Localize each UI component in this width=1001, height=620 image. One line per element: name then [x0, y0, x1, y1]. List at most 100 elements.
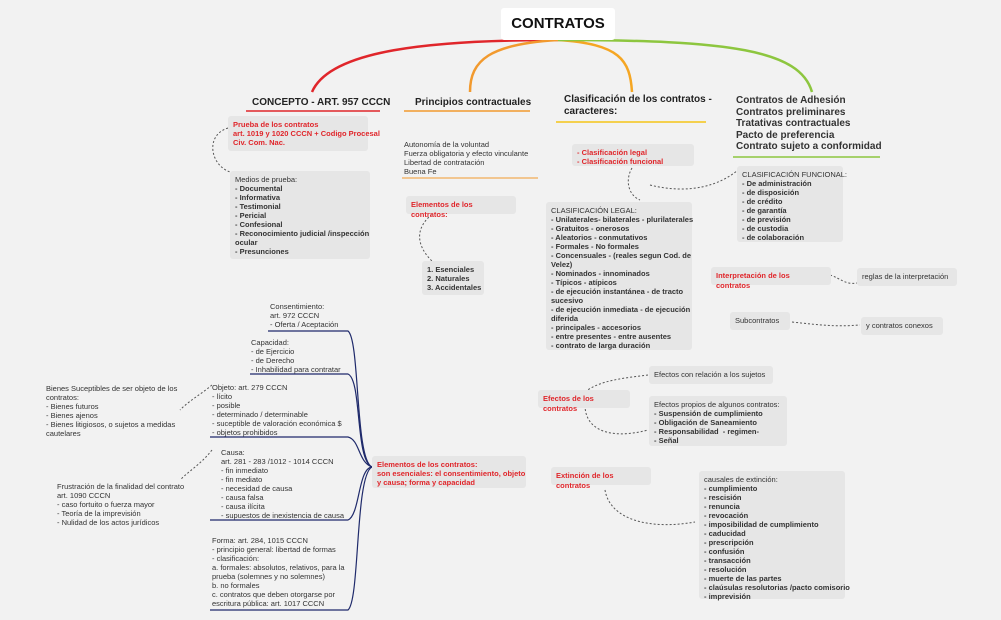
- medio-item: ocular: [235, 238, 258, 247]
- funcional-item: - de crédito: [742, 197, 783, 206]
- tipo-item: - Clasificación legal: [577, 148, 648, 157]
- funcional-item: - de colaboración: [742, 233, 805, 242]
- legal-item: diferida: [551, 314, 579, 323]
- prueba-line: Prueba de los contratos: [233, 120, 319, 129]
- adhesion-item: Contratos de Adhesión: [736, 95, 846, 106]
- causal-item: - imprevisión: [704, 592, 751, 601]
- bienes-line: cautelares: [46, 429, 81, 438]
- interpretacion-box[interactable]: Interpretación de los contratos: [711, 267, 831, 290]
- funcional-item: - de previsión: [742, 215, 791, 224]
- causa-line: - necesidad de causa: [221, 484, 293, 493]
- esenciales-line: son esenciales: el consentimiento, objet…: [377, 469, 526, 478]
- causa-line: - causa falsa: [221, 493, 264, 502]
- frustracion-line: - caso fortuito o fuerza mayor: [57, 500, 155, 509]
- frustracion-node[interactable]: Frustración de la finalidad del contrato…: [57, 482, 184, 527]
- legal-item: - Nominados - innominados: [551, 269, 650, 278]
- funcional-item: - de custodia: [742, 224, 789, 233]
- adhesion-list[interactable]: Contratos de Adhesión Contratos prelimin…: [736, 95, 882, 153]
- tipo-item: - Clasificación funcional: [577, 157, 664, 166]
- subcontratos-box[interactable]: Subcontratos: [730, 312, 790, 330]
- concepto-topic[interactable]: CONCEPTO - ART. 957 CCCN: [252, 97, 391, 108]
- causal-item: - claúsulas resolutorias /pacto comisori…: [704, 583, 850, 592]
- causales-title: causales de extinción:: [704, 475, 778, 484]
- propio-item: - Suspensión de cumplimiento: [654, 409, 763, 418]
- principios-list: Autonomía de la voluntad Fuerza obligato…: [404, 140, 528, 176]
- causal-item: - renuncia: [704, 502, 740, 511]
- causal-item: - revocación: [704, 511, 749, 520]
- medio-item: - Documental: [235, 184, 283, 193]
- objeto-node[interactable]: Objeto: art. 279 CCCN - lícito - posible…: [212, 383, 342, 437]
- causal-item: - imposibilidad de cumplimiento: [704, 520, 819, 529]
- efectos-box[interactable]: Efectos de los contratos: [538, 390, 630, 413]
- consentimiento-line: Consentimiento:: [270, 302, 325, 311]
- funcional-item: - de disposición: [742, 188, 800, 197]
- legal-title: CLASIFICACIÓN LEGAL:: [551, 206, 637, 215]
- esenciales-box[interactable]: Elementos de los contratos: son esencial…: [372, 456, 526, 488]
- causal-item: - resolución: [704, 565, 747, 574]
- prueba-line: art. 1019 y 1020 CCCN + Codigo Procesal: [233, 129, 380, 138]
- causa-line: - supuestos de inexistencia de causa: [221, 511, 344, 520]
- clasificacion-title-line: caracteres:: [564, 106, 618, 117]
- efectos-sujetos-box[interactable]: Efectos con relación a los sujetos: [649, 366, 773, 384]
- legal-item: - entre presentes - entre ausentes: [551, 332, 672, 341]
- propio-item: - Responsabilidad - regimen-: [654, 427, 760, 436]
- legal-item: - Gratuitos - onerosos: [551, 224, 630, 233]
- consentimiento-node[interactable]: Consentimiento: art. 972 CCCN - Oferta /…: [270, 302, 338, 329]
- objeto-line: - objetos prohibidos: [212, 428, 278, 437]
- principios-topic[interactable]: Principios contractuales: [415, 97, 532, 108]
- medios-box[interactable]: Medios de prueba: - Documental - Informa…: [230, 171, 370, 259]
- prueba-line: Civ. Com. Nac.: [233, 138, 285, 147]
- medio-item: - Confesional: [235, 220, 283, 229]
- objeto-line: - lícito: [212, 392, 233, 401]
- forma-line: b. no formales: [212, 581, 260, 590]
- causa-line: - causa ilícita: [221, 502, 265, 511]
- funcional-item: - De administración: [742, 179, 812, 188]
- esenciales-line: Elementos de los contratos:: [377, 460, 478, 469]
- causal-item: - prescripción: [704, 538, 754, 547]
- propio-item: - Obligación de Saneamiento: [654, 418, 757, 427]
- forma-line: escritura pública: art. 1017 CCCN: [212, 599, 325, 608]
- elementos-box[interactable]: Elementos de los contratos:: [406, 196, 516, 219]
- causa-line: - fin inmediato: [221, 466, 269, 475]
- clasificacion-tipos-box[interactable]: - Clasificación legal - Clasificación fu…: [572, 144, 694, 166]
- clasificacion-funcional-box[interactable]: CLASIFICACIÓN FUNCIONAL: - De administra…: [737, 166, 848, 242]
- causa-node[interactable]: Causa: art. 281 - 283 /1012 - 1014 CCCN …: [221, 448, 344, 520]
- legal-item: - de ejecución instantánea - de tracto: [551, 287, 684, 296]
- elementos-list[interactable]: 1. Esenciales 2. Naturales 3. Accidental…: [422, 261, 484, 295]
- legal-item: - contrato de larga duración: [551, 341, 651, 350]
- legal-item: sucesivo: [551, 296, 584, 305]
- principio-item: Buena Fe: [404, 167, 437, 176]
- root-title[interactable]: CONTRATOS: [501, 8, 615, 40]
- prueba-box[interactable]: Prueba de los contratos art. 1019 y 1020…: [228, 116, 380, 151]
- conexos-box[interactable]: y contratos conexos: [861, 317, 943, 335]
- clasificacion-topic[interactable]: Clasificación de los contratos - caracte…: [564, 94, 712, 118]
- medio-item: - Informativa: [235, 193, 281, 202]
- medio-item: - Presunciones: [235, 247, 289, 256]
- propios-title: Efectos propios de algunos contratos:: [654, 400, 780, 409]
- legal-item: Velez): [551, 260, 573, 269]
- capacidad-line: - de Derecho: [251, 356, 295, 365]
- adhesion-item: Contratos preliminares: [736, 106, 846, 118]
- efectos-propios-box[interactable]: Efectos propios de algunos contratos: - …: [649, 396, 787, 446]
- legal-item: - principales - accesorios: [551, 323, 642, 332]
- causales-box[interactable]: causales de extinción: - cumplimiento - …: [699, 471, 850, 601]
- clasificacion-legal-box[interactable]: CLASIFICACIÓN LEGAL: - Unilaterales- bil…: [546, 202, 693, 350]
- capacidad-node[interactable]: Capacidad: - de Ejercicio - de Derecho -…: [251, 338, 341, 374]
- funcional-title: CLASIFICACIÓN FUNCIONAL:: [742, 170, 848, 179]
- forma-line: a. formales: absolutos, relativos, para …: [212, 563, 345, 572]
- extincion-box[interactable]: Extinción de los contratos: [551, 467, 651, 490]
- bienes-node[interactable]: Bienes Suceptibles de ser objeto de los …: [46, 384, 177, 438]
- causa-line: Causa:: [221, 448, 245, 457]
- elemento-item: 2. Naturales: [427, 274, 470, 283]
- capacidad-line: - Inhabilidad para contratar: [251, 365, 341, 374]
- forma-node[interactable]: Forma: art. 284, 1015 CCCN - principio g…: [212, 536, 345, 608]
- bienes-line: - Bienes ajenos: [46, 411, 98, 420]
- medio-item: - Pericial: [235, 211, 267, 220]
- principio-item: Libertad de contratación: [404, 158, 485, 167]
- elemento-item: 1. Esenciales: [427, 265, 475, 274]
- reglas-box[interactable]: reglas de la interpretación: [857, 268, 957, 286]
- adhesion-item: Contrato sujeto a conformidad: [736, 141, 882, 152]
- frustracion-line: Frustración de la finalidad del contrato: [57, 482, 185, 491]
- causa-line: art. 281 - 283 /1012 - 1014 CCCN: [221, 457, 334, 466]
